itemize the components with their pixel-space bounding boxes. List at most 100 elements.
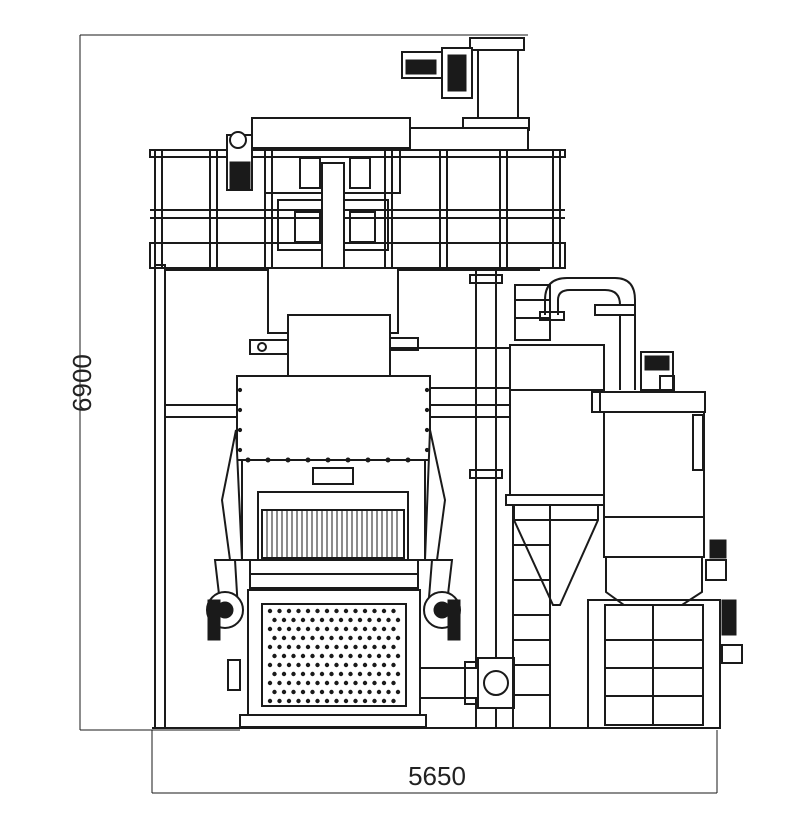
perforation-hole: [300, 653, 306, 659]
perforation-hole: [334, 662, 339, 668]
perforation-hole: [395, 653, 401, 659]
perforation-hole: [386, 617, 391, 623]
perforation-hole: [381, 626, 387, 632]
perforation-hole: [338, 689, 344, 695]
perforation-hole: [372, 698, 377, 704]
perforation-hole: [272, 689, 277, 695]
perforation-hole: [353, 680, 358, 686]
perforation-hole: [286, 608, 292, 614]
perforation-hole: [343, 644, 349, 650]
perforation-hole: [329, 671, 334, 677]
perforation-hole: [305, 662, 311, 668]
perforation-hole: [286, 680, 292, 686]
perforation-hole: [324, 644, 330, 650]
perforation-hole: [315, 644, 320, 650]
right-blast-wheel: [423, 429, 461, 641]
perforation-hole: [310, 653, 315, 659]
height-dimension-label: 0069: [67, 354, 97, 412]
perforation-hole: [357, 689, 363, 695]
perforation-hole: [376, 671, 382, 677]
perforation-hole: [291, 671, 296, 677]
perforation-hole: [362, 662, 368, 668]
perforation-hole: [338, 617, 344, 623]
perforation-hole: [267, 608, 273, 614]
perforation-hole: [353, 662, 358, 668]
perforation-hole: [324, 626, 330, 632]
perforation-hole: [300, 671, 306, 677]
perforation-hole: [319, 617, 325, 623]
perforation-hole: [310, 617, 315, 623]
perforated-panel: [239, 589, 427, 728]
perforation-hole: [272, 671, 277, 677]
perforation-hole: [286, 698, 292, 704]
perforation-hole: [348, 689, 353, 695]
perforation-hole: [376, 617, 382, 623]
perforation-hole: [334, 680, 339, 686]
perforation-hole: [286, 626, 292, 632]
width-dimension: 5650: [151, 730, 718, 794]
perforation-hole: [367, 671, 372, 677]
perforation-hole: [348, 635, 353, 641]
perforation-hole: [315, 608, 320, 614]
perforation-hole: [272, 635, 277, 641]
perforation-hole: [291, 617, 296, 623]
perforation-hole: [343, 662, 349, 668]
perforation-hole: [386, 671, 391, 677]
perforation-hole: [357, 635, 363, 641]
perforation-hole: [277, 608, 282, 614]
perforation-hole: [381, 644, 387, 650]
chamber-rivets: [237, 387, 430, 463]
perforation-hole: [353, 608, 358, 614]
perforation-hole: [329, 617, 334, 623]
perforation-hole: [281, 653, 287, 659]
perforation-hole: [395, 617, 401, 623]
perforation-hole: [315, 680, 320, 686]
perforation-hole: [381, 662, 387, 668]
perforation-hole: [334, 608, 339, 614]
perforation-hole: [300, 689, 306, 695]
perforation-hole: [362, 680, 368, 686]
perforation-hole: [353, 644, 358, 650]
perforation-hole: [267, 698, 273, 704]
perforation-hole: [281, 635, 287, 641]
perforation-hole: [286, 644, 292, 650]
perforation-hole: [348, 653, 353, 659]
collector-fan-motor: [640, 351, 675, 391]
perforation-hole: [291, 635, 296, 641]
perforation-hole: [395, 689, 401, 695]
perforation-hole: [281, 689, 287, 695]
perforation-hole: [372, 608, 377, 614]
perforation-hole: [315, 626, 320, 632]
perforation-hole: [353, 626, 358, 632]
perforation-hole: [277, 662, 282, 668]
perforation-hole: [367, 653, 372, 659]
perforation-hole: [296, 680, 301, 686]
width-dimension-label: 5650: [408, 761, 466, 791]
perforation-hole: [391, 608, 396, 614]
perforation-hole: [334, 644, 339, 650]
dust-duct: [514, 277, 636, 390]
perforation-hole: [305, 626, 311, 632]
perforation-hole: [319, 689, 325, 695]
perforation-hole: [310, 635, 315, 641]
perforation-hole: [329, 653, 334, 659]
perforation-hole: [267, 662, 273, 668]
perforation-hole: [296, 698, 301, 704]
access-ladder: [512, 505, 551, 728]
perforation-hole: [315, 698, 320, 704]
bucket-elevator: [401, 37, 530, 151]
perforation-hole: [338, 635, 344, 641]
perforation-hole: [281, 617, 287, 623]
perforation-hole: [367, 635, 372, 641]
perforation-hole: [305, 644, 311, 650]
perforation-hole: [324, 662, 330, 668]
perforation-hole: [343, 608, 349, 614]
perforation-hole: [305, 698, 311, 704]
perforation-hole: [348, 617, 353, 623]
perforation-holes: [267, 608, 401, 704]
perforation-hole: [372, 662, 377, 668]
perforation-hole: [291, 653, 296, 659]
perforation-hole: [386, 635, 391, 641]
perforation-hole: [324, 698, 330, 704]
